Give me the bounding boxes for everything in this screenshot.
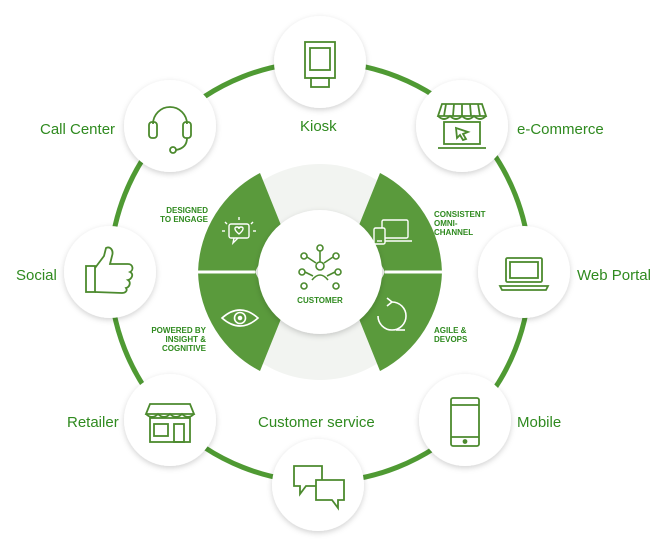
node-social (64, 226, 156, 318)
label-kiosk: Kiosk (300, 118, 337, 135)
eye-icon (220, 309, 260, 327)
node-ecommerce (416, 80, 508, 172)
devices-icon (373, 219, 412, 245)
node-kiosk (274, 16, 366, 108)
laptop-icon (498, 257, 550, 291)
node-webportal (478, 226, 570, 318)
pillar-label-omni: CONSISTENT OMNI- CHANNEL (434, 210, 486, 237)
node-customer-service (272, 439, 364, 531)
cycle-arrow-icon (377, 297, 407, 331)
pillar-label-agile: AGILE & DEVOPS (434, 326, 468, 344)
label-retailer: Retailer (67, 414, 119, 431)
storefront-cart-icon (436, 103, 488, 149)
label-webportal: Web Portal (577, 267, 651, 284)
center-label: CUSTOMER (297, 296, 343, 305)
headset-icon (148, 106, 192, 154)
pillar-label-insight: POWERED BY INSIGHT & COGNITIVE (151, 326, 206, 353)
chat-heart-icon (222, 217, 256, 246)
node-retailer (124, 374, 216, 466)
thumbs-up-icon (85, 246, 134, 294)
label-ecommerce: e-Commerce (517, 121, 604, 138)
node-call-center (124, 80, 216, 172)
mobile-phone-icon (450, 397, 480, 447)
pillar-label-engage: DESIGNED TO ENGAGE (160, 206, 208, 224)
label-customer-service: Customer service (258, 414, 375, 431)
label-social: Social (16, 267, 57, 284)
network-person-icon (298, 244, 342, 290)
label-mobile: Mobile (517, 414, 562, 431)
chat-bubbles-icon (293, 465, 345, 511)
node-mobile (419, 374, 511, 466)
label-call-center: Call Center (40, 121, 116, 138)
shop-icon (144, 403, 196, 443)
center-circle (258, 210, 382, 334)
kiosk-icon (304, 41, 336, 88)
